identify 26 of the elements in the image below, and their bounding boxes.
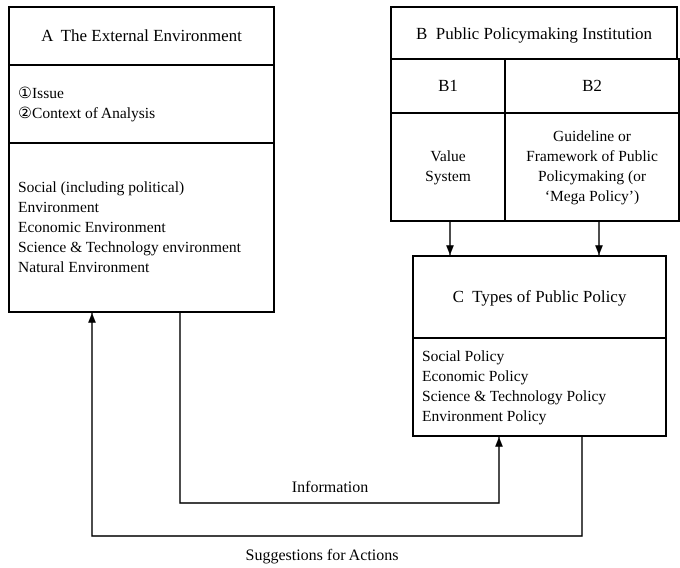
- arrow: [88, 313, 583, 537]
- box-text: Economic Environment: [18, 218, 166, 238]
- box-text: ①Issue: [18, 84, 64, 104]
- box-text: A The External Environment: [41, 25, 242, 47]
- box-text: Natural Environment: [18, 258, 150, 278]
- box-text: Value System: [424, 147, 472, 187]
- box-text: Science & Technology environment: [18, 238, 241, 258]
- box-text: B2: [582, 75, 602, 97]
- arrow: [179, 313, 503, 504]
- box-text: ②Context of Analysis: [18, 104, 156, 124]
- box: [412, 255, 667, 437]
- box-text: B Public Policymaking Institution: [416, 23, 652, 45]
- box-text: Social Policy: [422, 347, 504, 367]
- box-text: Environment Policy: [422, 407, 546, 427]
- box-text: Guideline or Framework of Public Policymaking (or ‘Mega Policy’): [526, 127, 658, 207]
- box-text: B1: [438, 75, 458, 97]
- arrow: [595, 220, 603, 255]
- box-text: Economic Policy: [422, 367, 528, 387]
- box: [390, 6, 678, 220]
- box: [390, 58, 506, 222]
- box-text: Science & Technology Policy: [422, 387, 606, 407]
- arrow: [446, 220, 454, 255]
- box-text: Social (including political) Environment: [18, 178, 186, 218]
- box: [8, 6, 275, 313]
- box-text: C Types of Public Policy: [452, 286, 626, 308]
- box: [504, 58, 680, 222]
